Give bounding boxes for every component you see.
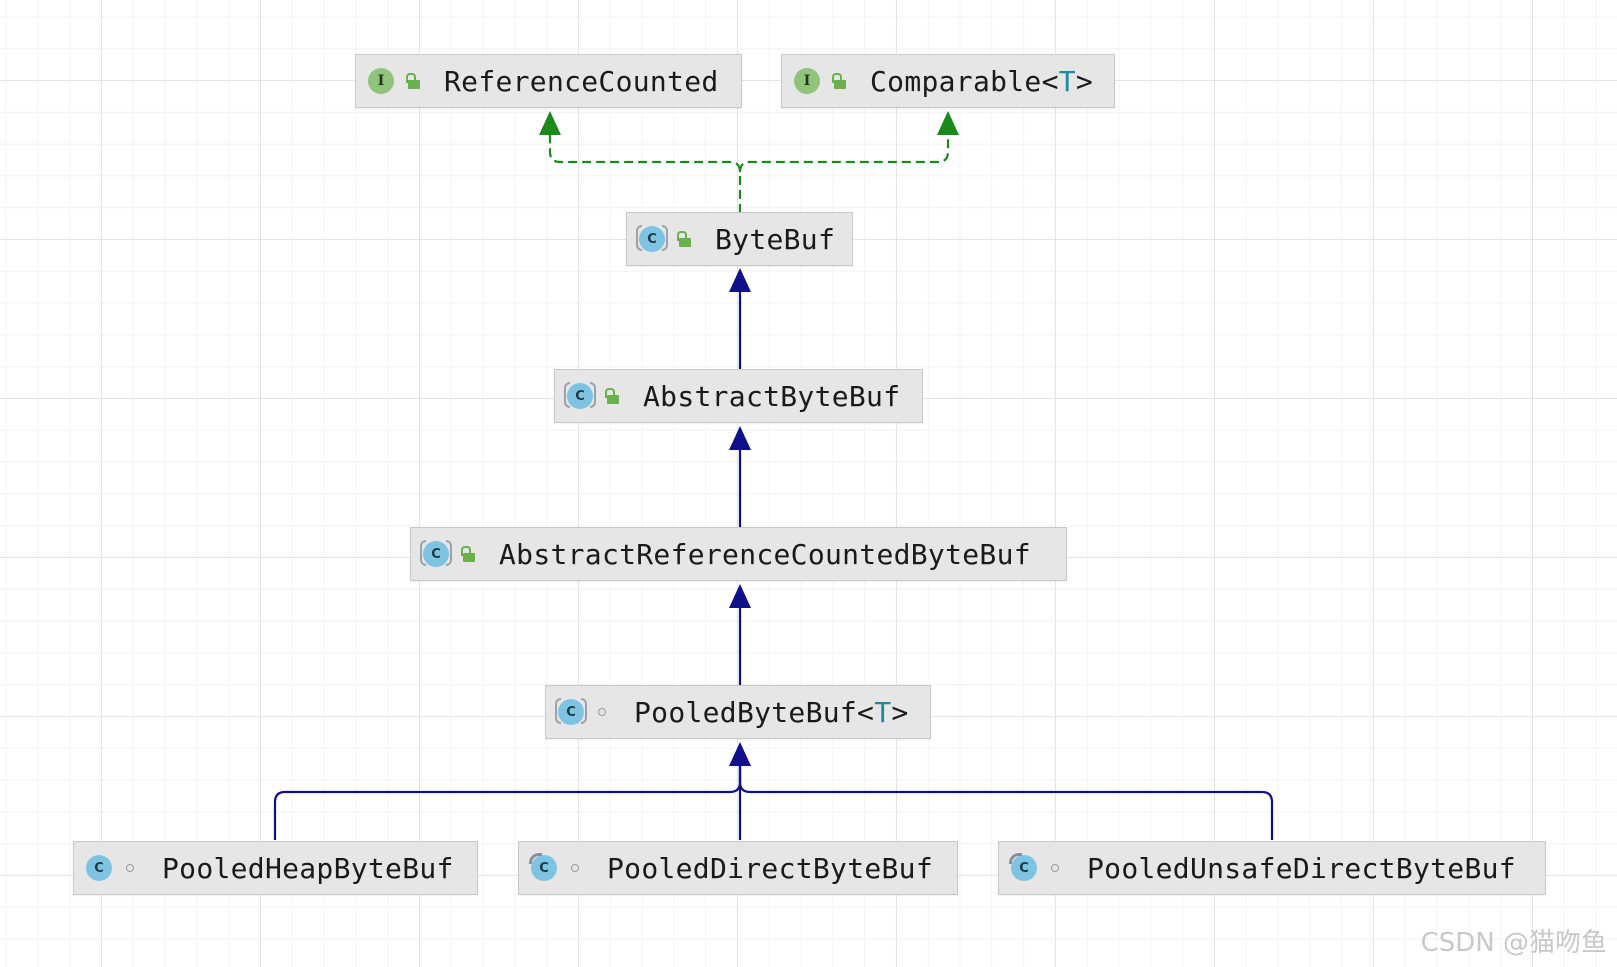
- node-pooled-direct-byte-buf[interactable]: C PooledDirectByteBuf: [518, 841, 958, 895]
- abstract-class-icon: C: [420, 540, 452, 567]
- interface-icon: I: [794, 68, 820, 94]
- public-lock-icon: [603, 387, 621, 405]
- public-lock-icon: [675, 230, 693, 248]
- public-lock-icon: [830, 72, 848, 90]
- type-parameter: T: [1058, 64, 1076, 98]
- node-label: PooledDirectByteBuf: [607, 851, 933, 885]
- node-label: ByteBuf: [715, 222, 836, 256]
- abstract-class-icon: C: [555, 698, 587, 725]
- arrowhead-abstractbytebuf: [729, 426, 751, 450]
- edge-pooledheap-pooledbytebuf: [273, 764, 742, 840]
- node-label: PooledByteBuf<T>: [634, 695, 909, 729]
- edge-bytebuf-comparable: [738, 134, 950, 173]
- node-label: PooledHeapByteBuf: [162, 851, 454, 885]
- node-label: AbstractByteBuf: [643, 379, 901, 413]
- arrowhead-bytebuf: [729, 268, 751, 292]
- final-class-icon: C: [1009, 853, 1037, 881]
- edge-bytebuf-referencecounted: [548, 134, 742, 213]
- node-label: Comparable<T>: [870, 64, 1094, 98]
- node-byte-buf[interactable]: C ByteBuf: [626, 212, 853, 266]
- node-reference-counted[interactable]: I ReferenceCounted: [355, 54, 742, 108]
- node-abstract-reference-counted-byte-buf[interactable]: C AbstractReferenceCountedByteBuf: [410, 527, 1067, 581]
- watermark: CSDN @猫吻鱼: [1420, 928, 1607, 958]
- node-label: PooledUnsafeDirectByteBuf: [1087, 851, 1516, 885]
- arrowhead-abstractrefcounted: [729, 584, 751, 608]
- interface-icon: I: [368, 68, 394, 94]
- final-class-icon: C: [529, 853, 557, 881]
- node-pooled-byte-buf[interactable]: C PooledByteBuf<T>: [545, 685, 931, 739]
- public-lock-icon: [404, 72, 422, 90]
- arrowhead-comparable: [937, 111, 959, 135]
- public-lock-icon: [459, 545, 477, 563]
- type-parameter: T: [874, 695, 892, 729]
- node-label: AbstractReferenceCountedByteBuf: [499, 537, 1031, 571]
- node-pooled-heap-byte-buf[interactable]: C PooledHeapByteBuf: [73, 841, 478, 895]
- edge-pooledunsafe-pooledbytebuf: [738, 764, 1274, 840]
- package-private-icon: [567, 859, 585, 877]
- package-private-icon: [122, 859, 140, 877]
- arrowhead-referencecounted: [539, 111, 561, 135]
- abstract-class-icon: C: [636, 225, 668, 252]
- package-private-icon: [594, 703, 612, 721]
- node-pooled-unsafe-direct-byte-buf[interactable]: C PooledUnsafeDirectByteBuf: [998, 841, 1546, 895]
- class-icon: C: [86, 855, 112, 881]
- package-private-icon: [1047, 859, 1065, 877]
- node-comparable[interactable]: I Comparable<T>: [781, 54, 1115, 108]
- node-label: ReferenceCounted: [444, 64, 719, 98]
- abstract-class-icon: C: [564, 382, 596, 409]
- arrowhead-pooledbytebuf: [729, 742, 751, 766]
- node-abstract-byte-buf[interactable]: C AbstractByteBuf: [554, 369, 923, 423]
